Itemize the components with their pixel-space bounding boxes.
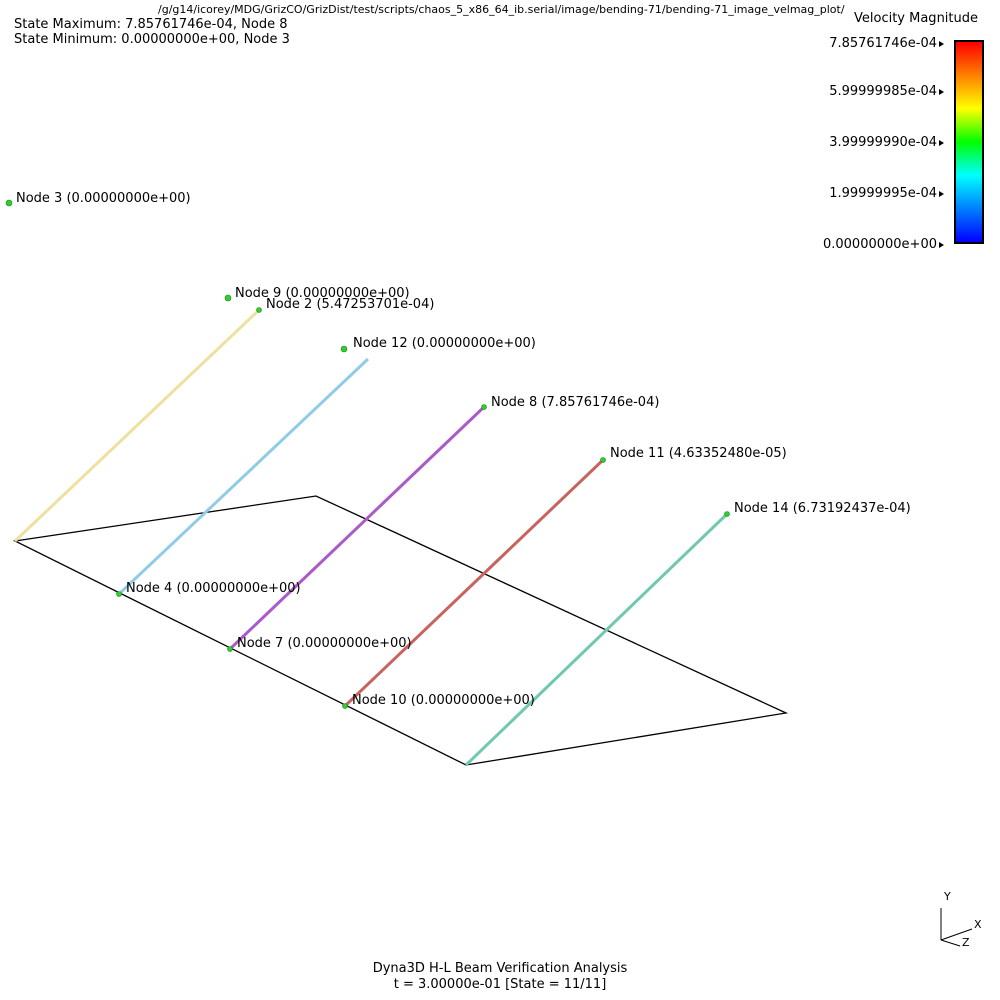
x-axis-label: X [974, 918, 982, 931]
node-3-marker[interactable] [5, 199, 13, 207]
colorbar-tick-0: 7.85761746e-04 [829, 36, 944, 51]
node-4-marker[interactable] [116, 591, 122, 597]
x-axis-line [940, 928, 973, 941]
beam-3 [228, 405, 486, 651]
node-14-label: Node 14 (6.73192437e-04) [734, 501, 911, 516]
beam-2 [117, 357, 370, 596]
z-axis-label: Z [962, 936, 970, 949]
node-10-label: Node 10 (0.00000000e+00) [352, 693, 535, 708]
axis-triad: Y X Z [940, 890, 982, 949]
node-4-label: Node 4 (0.00000000e+00) [126, 581, 301, 596]
node-12-marker[interactable] [340, 345, 348, 353]
beam-1 [13, 308, 261, 543]
node-9-marker[interactable] [224, 294, 232, 302]
z-axis-line [940, 939, 961, 947]
node-11-label: Node 11 (4.63352480e-05) [610, 446, 787, 461]
file-path: /g/g14/icorey/MDG/GrizCO/GrizDist/test/s… [158, 3, 845, 16]
y-axis-label: Y [943, 890, 951, 903]
beam-4 [343, 458, 605, 708]
state-minimum: State Minimum: 0.00000000e+00, Node 3 [14, 32, 290, 47]
node-7-label: Node 7 (0.00000000e+00) [237, 636, 412, 651]
node-8-marker[interactable] [481, 404, 487, 410]
node-10-marker[interactable] [342, 703, 348, 709]
state-time: t = 3.00000e-01 [State = 11/11] [393, 977, 607, 992]
node-11-marker[interactable] [600, 457, 606, 463]
node-7-marker[interactable] [227, 646, 233, 652]
analysis-title: Dyna3D H-L Beam Verification Analysis [372, 961, 628, 976]
state-maximum: State Maximum: 7.85761746e-04, Node 8 [14, 17, 288, 32]
plate-outline [12, 495, 789, 766]
node-14-marker[interactable] [724, 511, 730, 517]
colorbar-tick-2: 3.99999990e-04 [829, 135, 944, 150]
colorbar-tick-4: 0.00000000e+00 [823, 237, 944, 252]
beam-5 [464, 512, 729, 767]
node-2-label: Node 2 (5.47253701e-04) [266, 297, 434, 312]
node-12-label: Node 12 (0.00000000e+00) [353, 336, 536, 351]
colorbar-tick-1: 5.99999985e-04 [829, 84, 944, 99]
node-9-label: Node 9 (0.00000000e+00) [235, 286, 410, 301]
node-8-label: Node 8 (7.85761746e-04) [491, 395, 659, 410]
node-2-marker[interactable] [256, 307, 262, 313]
colorbar-tick-3: 1.99999995e-04 [829, 186, 944, 201]
node-3-label: Node 3 (0.00000000e+00) [16, 191, 191, 206]
velocity-colorbar [954, 40, 984, 244]
legend-title: Velocity Magnitude [854, 11, 979, 26]
